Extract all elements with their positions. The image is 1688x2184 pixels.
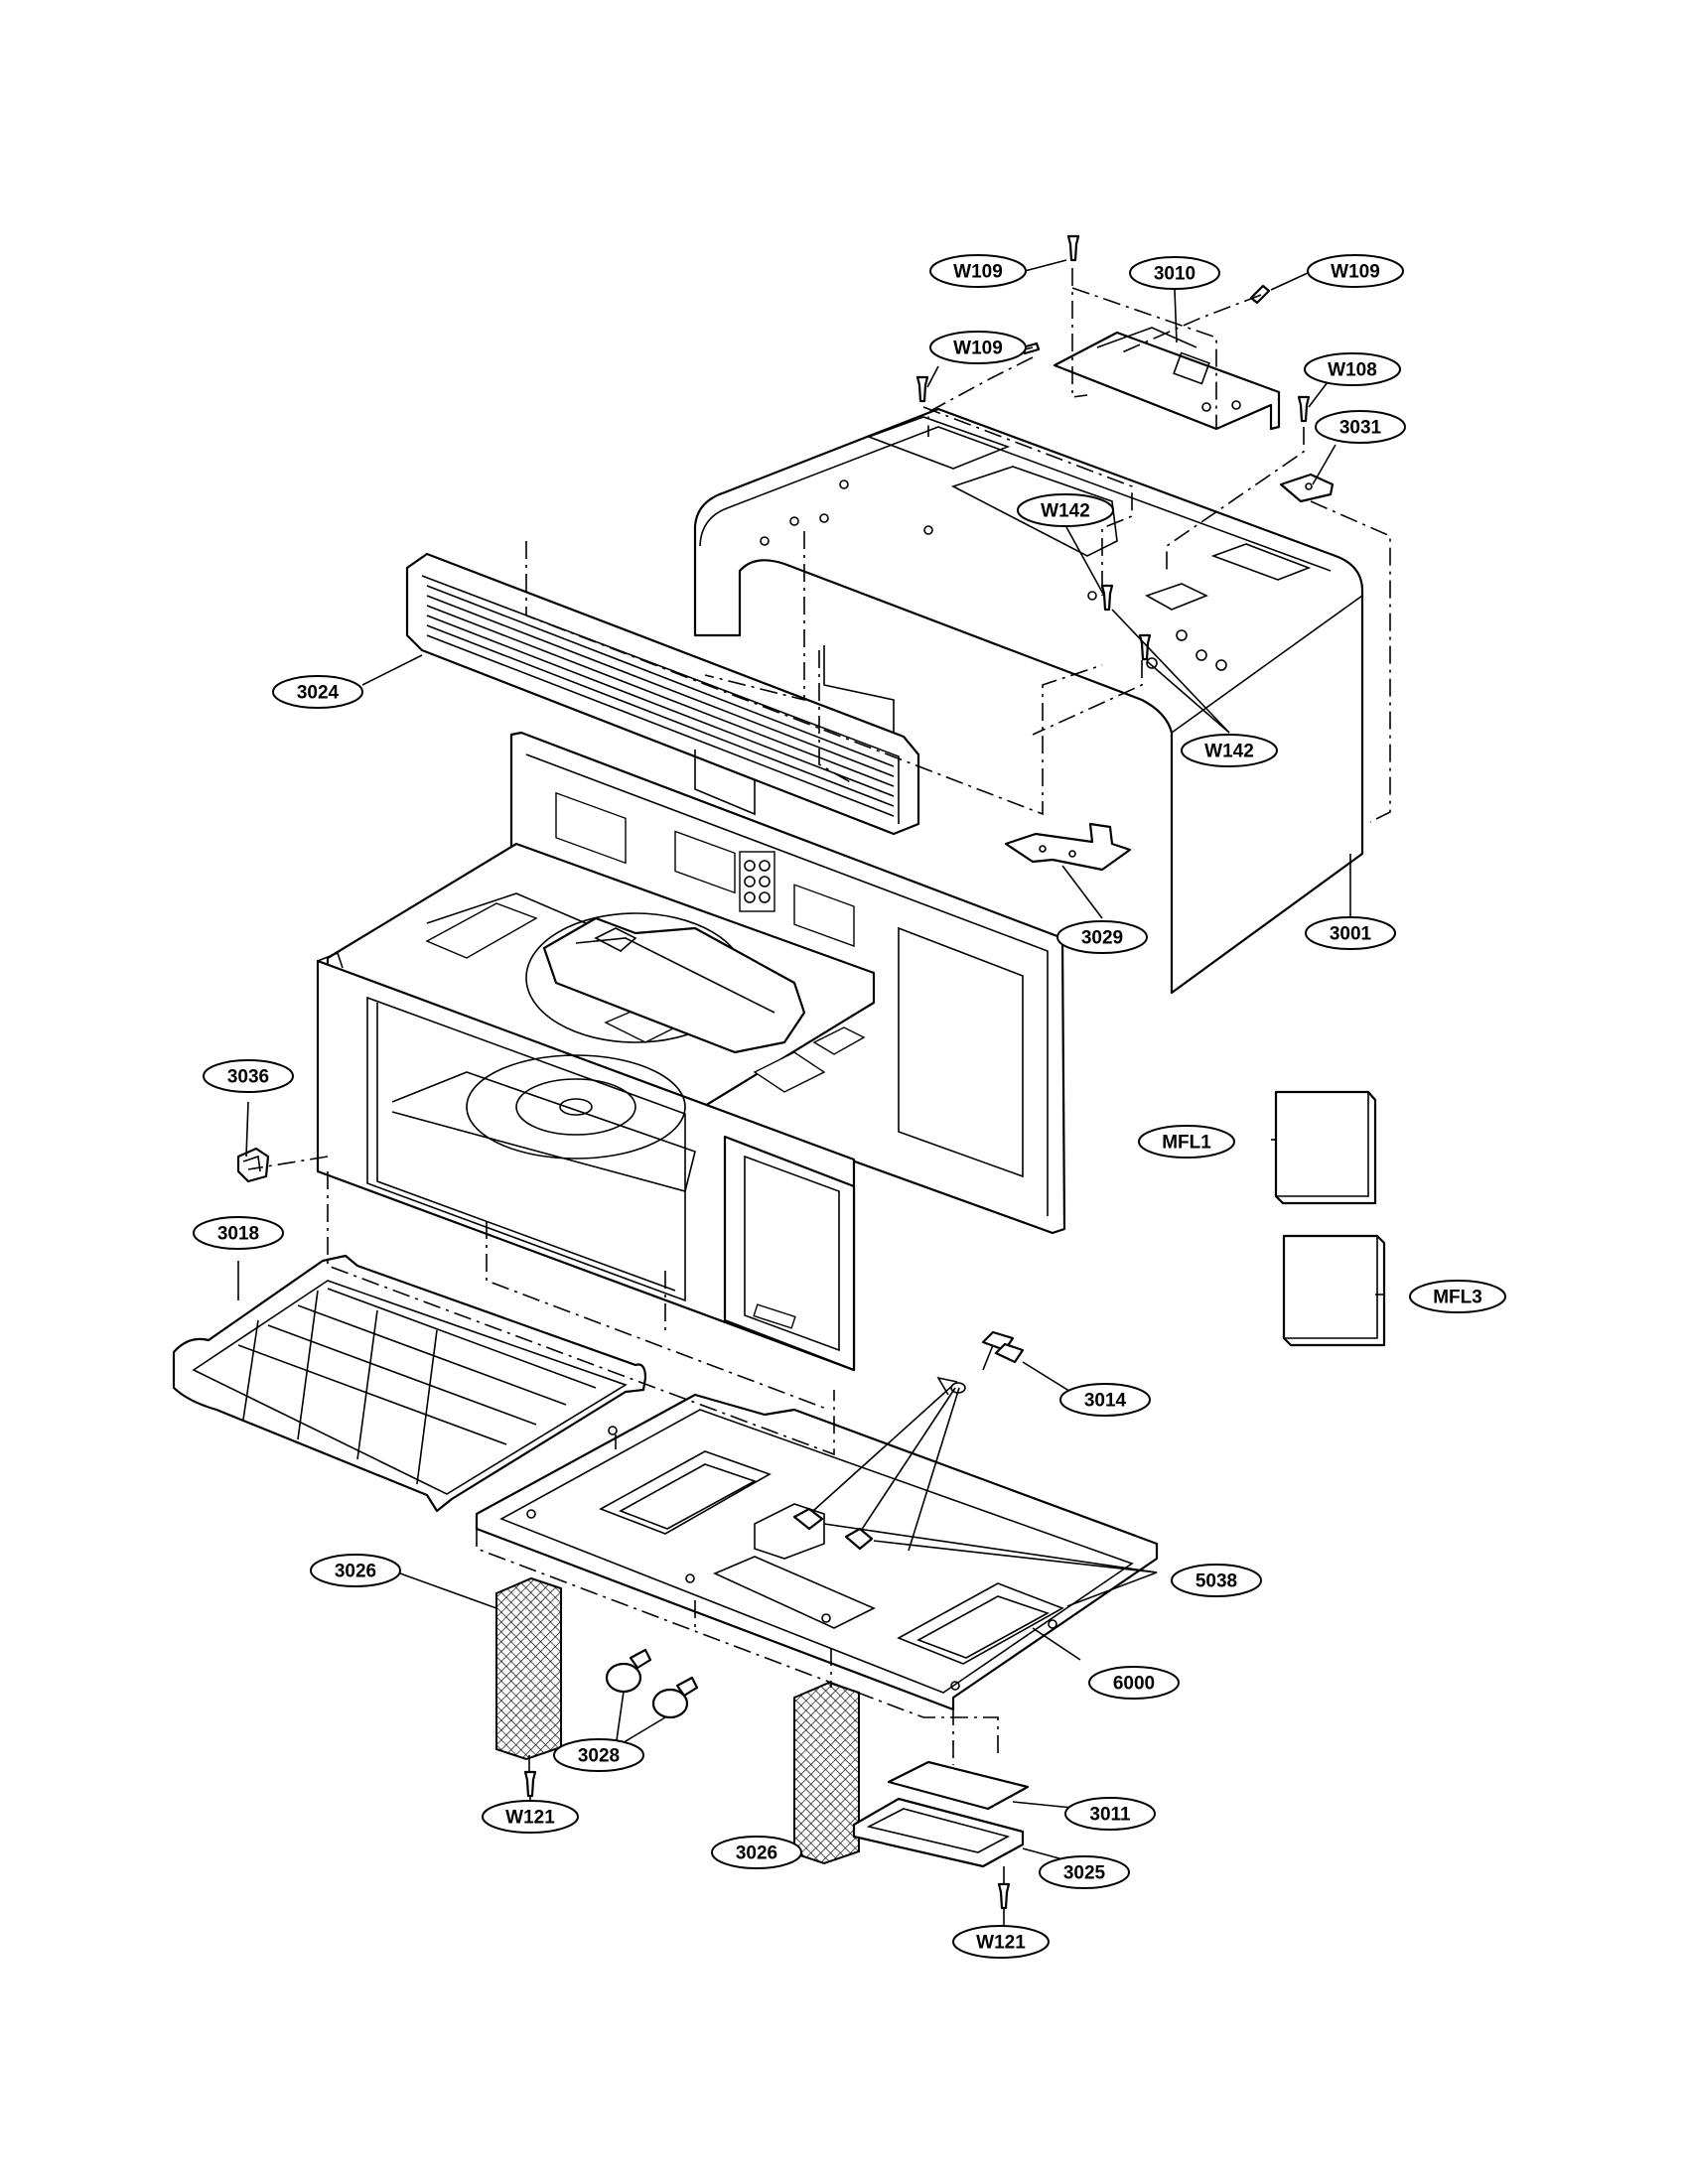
callout-w109-a: W109 [929, 254, 1027, 288]
callout-w121-a: W121 [482, 1800, 579, 1834]
cavity-control-pads [739, 851, 775, 912]
callout-6000: 6000 [1088, 1666, 1180, 1700]
callout-label: 3025 [1063, 1863, 1106, 1884]
callout-label: 3028 [578, 1746, 620, 1767]
callout-label: 3036 [227, 1067, 269, 1088]
callout-label: 3024 [297, 683, 340, 704]
top-plate [1053, 327, 1281, 431]
callout-w121-b: W121 [952, 1925, 1050, 1959]
callout-label: MFL1 [1162, 1133, 1211, 1154]
manual-book-1 [1274, 1090, 1377, 1205]
callout-mfl3: MFL3 [1409, 1280, 1506, 1313]
callout-3010: 3010 [1129, 256, 1220, 290]
vent-grille [405, 552, 920, 836]
callout-label: 3011 [1089, 1805, 1131, 1826]
leader-lines [237, 259, 1384, 1936]
bottom-plate-holes [526, 1426, 1057, 1691]
callout-w109-c: W109 [929, 331, 1027, 364]
bottom-plate-cutouts [599, 1450, 1064, 1665]
rack-wires [237, 1288, 597, 1485]
latch-part [236, 1147, 270, 1183]
case-screw-holes [760, 479, 1227, 671]
callout-3026-a: 3026 [310, 1554, 401, 1587]
callout-label: 3026 [335, 1562, 376, 1582]
callout-3029: 3029 [1056, 920, 1148, 954]
callout-label: 3026 [736, 1843, 777, 1864]
callout-3014: 3014 [1059, 1383, 1151, 1417]
outer-case [693, 407, 1364, 995]
callout-label: 3001 [1330, 924, 1372, 945]
callout-label: W121 [505, 1808, 555, 1829]
callout-3031: 3031 [1315, 410, 1406, 444]
callout-label: W109 [1331, 262, 1380, 283]
callout-label: 3029 [1081, 928, 1123, 949]
callout-label: MFL3 [1433, 1288, 1482, 1308]
callout-w142-a: W142 [1017, 493, 1114, 527]
manual-book-3 [1282, 1234, 1386, 1347]
callout-label: W109 [953, 339, 1003, 359]
callout-3026-b: 3026 [711, 1836, 802, 1869]
callout-3025: 3025 [1039, 1855, 1130, 1889]
small-bracket [1279, 473, 1335, 503]
callout-label: 3014 [1084, 1391, 1127, 1412]
callout-label: W109 [953, 262, 1003, 283]
callout-3001: 3001 [1305, 916, 1396, 950]
assembly-lines [247, 268, 1391, 1886]
callout-3011: 3011 [1064, 1797, 1156, 1831]
wire-harness [792, 1330, 1025, 1552]
callout-label: 5038 [1196, 1571, 1237, 1592]
oven-cavity [316, 731, 1066, 1372]
side-bracket [1004, 822, 1132, 872]
callout-label: W108 [1328, 360, 1377, 381]
callout-label: 3031 [1339, 418, 1382, 439]
cavity-side-vent [753, 1026, 866, 1093]
grille-slots [426, 585, 895, 817]
callout-5038: 5038 [1171, 1564, 1262, 1597]
light-lens [887, 1760, 1030, 1811]
callout-label: 3010 [1154, 264, 1196, 285]
callout-label: 3018 [217, 1224, 259, 1245]
callout-3028: 3028 [553, 1738, 644, 1772]
callout-3036: 3036 [203, 1059, 294, 1093]
callout-label: W142 [1204, 742, 1254, 762]
callout-w142-b: W142 [1181, 734, 1278, 767]
cavity-bottom-plate [475, 1393, 1159, 1711]
wire-rack [172, 1254, 647, 1513]
light-cover [852, 1797, 1025, 1868]
callout-w109-b: W109 [1307, 254, 1404, 288]
callout-3018: 3018 [193, 1216, 284, 1250]
callout-label: W121 [976, 1933, 1026, 1954]
lamp-bulbs [605, 1648, 699, 1719]
callout-label: W142 [1041, 501, 1090, 522]
callout-label: 6000 [1113, 1674, 1155, 1695]
callout-3024: 3024 [272, 675, 363, 709]
callout-mfl1: MFL1 [1138, 1125, 1235, 1159]
callout-w108: W108 [1304, 352, 1401, 386]
